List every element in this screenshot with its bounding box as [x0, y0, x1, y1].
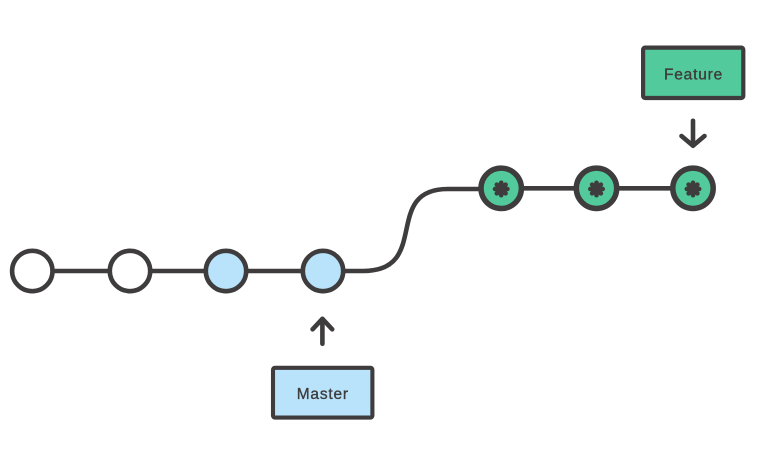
svg-text:Feature: Feature: [664, 66, 723, 83]
svg-text:Master: Master: [297, 386, 349, 403]
